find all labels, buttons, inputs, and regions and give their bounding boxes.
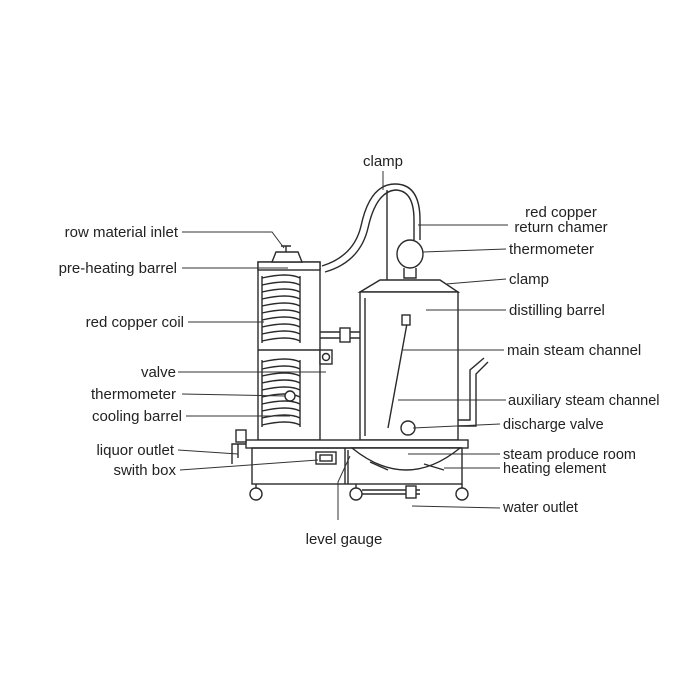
cooling-barrel-top-rim [257, 261, 321, 271]
leader-liquor-outlet [177, 449, 239, 455]
material-inlet-cap [270, 251, 304, 263]
label-pre-heating-barrel: pre-heating barrel [59, 260, 177, 277]
switch-box-panel [315, 451, 337, 465]
auxiliary-steam-pipe [387, 317, 409, 429]
labels: clamp row material inlet pre-heating bar… [59, 153, 660, 548]
label-thermometer-left: thermometer [91, 386, 176, 403]
label-steam-produce-room: steam produce room [503, 447, 636, 463]
leader-switch-box [179, 459, 319, 471]
valve-body [319, 349, 333, 365]
steam-pipe-top [401, 314, 411, 326]
leader-water-outlet [411, 505, 501, 509]
connecting-pipe-valve [339, 327, 351, 343]
label-red-copper-line2: return chamer [514, 219, 607, 236]
leader-discharge-valve [412, 423, 501, 429]
leader-lines [177, 171, 508, 520]
equipment-drawing [231, 183, 489, 501]
water-outlet-valve [405, 485, 417, 499]
upper-copper-coil [261, 274, 301, 343]
label-clamp-right: clamp [509, 271, 549, 288]
lower-copper-coil [261, 358, 301, 427]
cart-top-rail [245, 439, 469, 449]
label-heating-element: heating element [503, 461, 606, 477]
label-distilling-barrel: distilling barrel [509, 302, 605, 319]
label-red-copper-coil: red copper coil [86, 314, 184, 331]
distilling-barrel-lid [357, 279, 461, 293]
label-liquor-outlet: liquor outlet [96, 442, 174, 459]
swan-neck-pipe-inner [321, 183, 421, 267]
discharge-valve-disc [400, 420, 416, 436]
steam-produce-room-dome [350, 447, 462, 471]
leader-level-gauge [337, 455, 351, 520]
swan-neck [321, 183, 424, 300]
wheel-front-left [249, 487, 263, 501]
label-water-outlet: water outlet [502, 500, 578, 516]
leader-row-material-inlet [182, 231, 285, 249]
label-clamp-top: clamp [363, 153, 403, 170]
distilling-barrel [357, 279, 489, 441]
swan-neck-pipe-outer [324, 189, 415, 273]
label-level-gauge: level gauge [306, 531, 383, 548]
label-red-copper-line1: red copper [525, 204, 597, 221]
label-auxiliary-steam-channel: auxiliary steam channel [508, 393, 660, 409]
material-inlet-knob [281, 245, 291, 252]
main-steam-pipe-outer [458, 357, 485, 421]
cart-base [231, 429, 469, 501]
label-cooling-barrel: cooling barrel [92, 408, 182, 425]
label-thermometer-right: thermometer [509, 241, 594, 258]
main-steam-pipe-inner [458, 361, 489, 427]
heating-element-right [423, 463, 445, 471]
leader-thermometer-right [422, 248, 507, 253]
label-discharge-valve: discharge valve [503, 417, 604, 433]
return-chamber-neck [403, 268, 417, 279]
wheel-front-middle [349, 487, 363, 501]
cooling-column [257, 245, 360, 441]
liquor-outlet-spout [231, 443, 246, 464]
heating-element-left [369, 461, 389, 471]
leader-clamp-right [445, 278, 507, 285]
distilling-barrel-body [359, 291, 459, 441]
valve-wheel [321, 352, 331, 362]
label-valve: valve [141, 364, 176, 381]
left-thermometer-dial [284, 390, 296, 402]
liquor-outlet-valve [235, 429, 247, 443]
wheel-front-right [455, 487, 469, 501]
label-switch-box: swith box [113, 462, 176, 479]
switch-box-display [319, 454, 333, 462]
label-row-material-inlet: row material inlet [65, 224, 179, 241]
leader-thermometer-left [181, 393, 286, 397]
return-chamber-bulb [396, 239, 424, 269]
label-main-steam-channel: main steam channel [507, 342, 641, 359]
